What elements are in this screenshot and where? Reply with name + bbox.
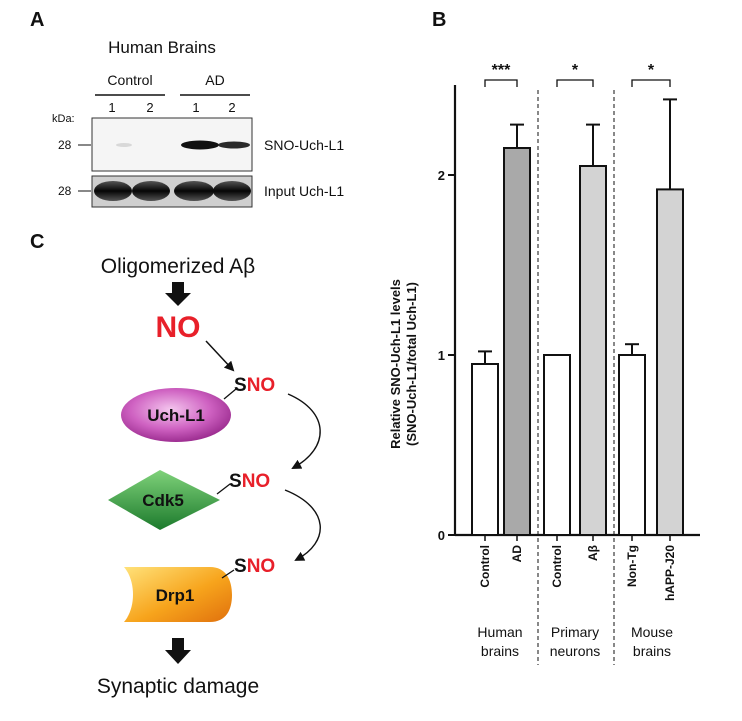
group-label-line1: Primary [551,624,599,640]
sno-bond [221,569,235,579]
panel-letter-b: B [432,9,446,31]
panel-letter-c: C [30,231,44,253]
band-input-2 [132,181,170,201]
y-tick-label: 2 [438,168,445,183]
group-label-control: Control [107,72,152,88]
bar [543,354,571,536]
y-axis-label-line1: Relative SNO-Uch-L1 levels [388,279,403,449]
drp1-shape [124,567,232,622]
blot-label-input: Input Uch-L1 [264,183,344,199]
down-arrow-icon [165,282,191,306]
no-arrow [205,340,235,372]
group-label-ad: AD [205,72,224,88]
significance-bracket [484,79,518,87]
band-input-4 [213,181,251,201]
significance-label: * [572,62,579,79]
bar [656,188,684,536]
curved-arrow-2 [284,489,321,561]
no-label: NO [156,311,201,344]
sno-bond [223,388,237,400]
significance-bracket [631,79,671,87]
significance-label: *** [492,62,511,79]
cdk5-label: Cdk5 [142,491,184,510]
lane-label: 2 [228,100,235,115]
group-label-line2: neurons [550,643,601,659]
panel-letter-a: A [30,9,44,31]
y-axis-label-line2: (SNO-Uch-L1/total Uch-L1) [404,282,419,446]
sno-label-1: SNO [234,375,275,396]
x-tick-label: Aβ [586,545,600,561]
band-input-1 [94,181,132,201]
y-tick-label: 1 [438,348,445,363]
kda-label: kDa: [52,113,75,125]
bar [471,363,499,536]
panel-c: C Oligomerized Aβ NO Uch-L1 SNO Cdk5 SNO… [30,231,321,698]
blot-title: Human Brains [108,38,216,57]
sno-label-2: SNO [229,471,270,492]
bar [579,165,607,536]
group-label-line2: brains [481,643,519,659]
panel-a: A Human Brains Control AD 1 2 1 2 kDa: 2… [30,9,344,208]
significance-bracket [556,79,594,87]
sno-bond [216,483,231,495]
bar [503,147,531,536]
sno-label-3: SNO [234,556,275,577]
outcome-label: Synaptic damage [97,675,259,698]
x-tick-label: Control [550,545,564,588]
lane-label: 1 [192,100,199,115]
cdk5-shape [108,470,220,530]
x-tick-label: Non-Tg [625,545,639,587]
trigger-label: Oligomerized Aβ [101,255,255,278]
group-label-line1: Mouse [631,624,673,640]
blot-label-sno: SNO-Uch-L1 [264,137,344,153]
panel-b: B Relative SNO-Uch-L1 levels (SNO-Uch-L1… [388,9,700,665]
group-label-line2: brains [633,643,671,659]
down-arrow-icon [165,638,191,664]
band-faint [116,143,132,147]
marker-28-bottom: 28 [58,184,72,198]
band-ad-1 [181,140,219,150]
group-label-line1: Human [477,624,522,640]
x-tick-label: AD [510,545,524,563]
uchl1-shape [121,388,231,442]
drp1-label: Drp1 [156,586,195,605]
band-input-3 [174,181,214,201]
marker-28-top: 28 [58,138,72,152]
y-tick-label: 0 [438,528,445,543]
curved-arrow-1 [287,393,321,469]
lane-label: 1 [108,100,115,115]
significance-label: * [648,62,655,79]
uchl1-label: Uch-L1 [147,406,205,425]
bar [618,354,646,536]
x-tick-label: hAPP-J20 [663,545,677,601]
x-tick-label: Control [478,545,492,588]
band-ad-2 [218,141,250,149]
lane-label: 2 [146,100,153,115]
